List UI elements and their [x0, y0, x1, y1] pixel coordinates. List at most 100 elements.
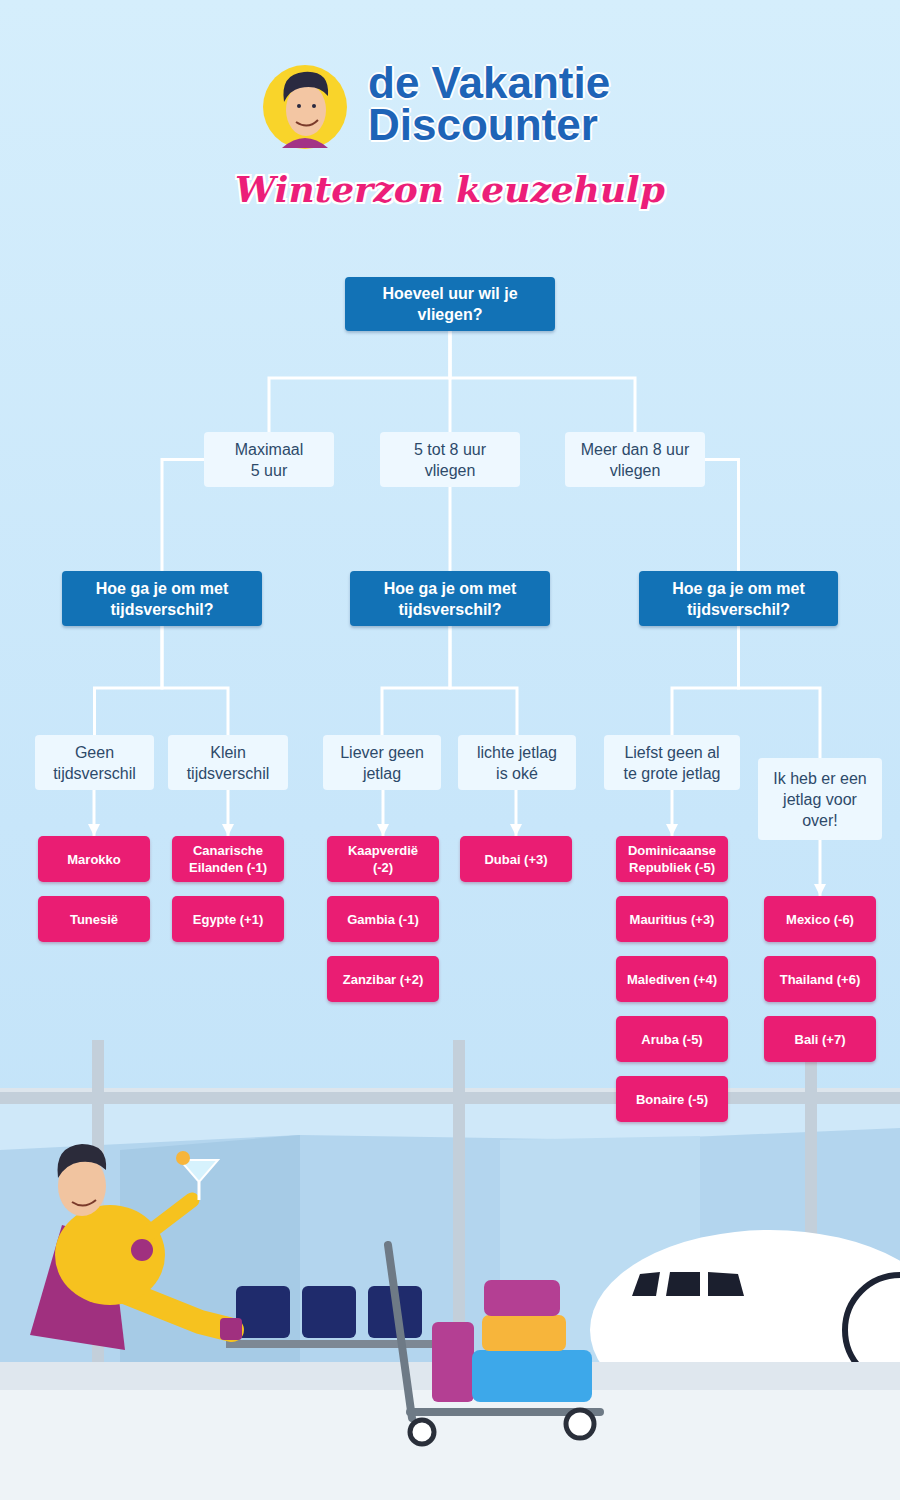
answer-box: 5 tot 8 uur vliegen	[380, 432, 520, 487]
node-text: Hoe ga je om met tijdsverschil?	[87, 578, 237, 620]
arrow-connector	[515, 790, 518, 836]
question-box: Hoeveel uur wil je vliegen?	[345, 277, 555, 331]
hero-emblem	[131, 1239, 153, 1261]
hero-hair	[58, 1144, 107, 1178]
airport-scene	[0, 1040, 900, 1500]
arrow-connector	[671, 790, 674, 836]
node-text: Mexico (-6)	[786, 911, 854, 928]
destination-box: Zanzibar (+2)	[327, 956, 439, 1002]
connector-line	[450, 331, 635, 432]
node-text: Aruba (-5)	[641, 1031, 702, 1048]
node-text: Marokko	[67, 851, 120, 868]
node-text: Hoe ga je om met tijdsverschil?	[664, 578, 814, 620]
trolley-wheel	[410, 1420, 434, 1444]
node-text: Zanzibar (+2)	[343, 971, 424, 988]
suitcase	[472, 1350, 592, 1402]
hero-smile	[72, 1200, 96, 1206]
destination-box: Aruba (-5)	[616, 1016, 728, 1062]
connector-line	[739, 626, 821, 758]
node-text: Hoeveel uur wil je vliegen?	[368, 283, 533, 325]
connector-line	[382, 626, 450, 735]
mascot-collar	[282, 138, 328, 148]
answer-box: lichte jetlag is oké	[458, 735, 576, 790]
hero-arm	[150, 1200, 192, 1232]
window-bar	[0, 1088, 900, 1104]
node-text: Kaapverdië (-2)	[343, 842, 423, 876]
logo-mascot	[263, 65, 347, 149]
chair	[302, 1286, 356, 1338]
node-text: Malediven (+4)	[627, 971, 717, 988]
node-text: Hoe ga je om met tijdsverschil?	[375, 578, 525, 620]
destination-box: Dominicaanse Republiek (-5)	[616, 836, 728, 882]
node-text: Gambia (-1)	[347, 911, 419, 928]
connector-line	[162, 460, 204, 572]
node-text: Tunesië	[70, 911, 118, 928]
destination-box: Egypte (+1)	[172, 896, 284, 942]
node-text: Thailand (+6)	[780, 971, 861, 988]
answer-box: Meer dan 8 uur vliegen	[565, 432, 705, 487]
destination-box: Canarische Eilanden (-1)	[172, 836, 284, 882]
connector-line	[705, 460, 739, 572]
destination-box: Mexico (-6)	[764, 896, 876, 942]
destination-box: Tunesië	[38, 896, 150, 942]
arrow-connector	[819, 840, 822, 896]
floor	[0, 1390, 900, 1500]
brand-logo: de Vakantie Discounter	[368, 62, 630, 146]
connector-line	[269, 331, 450, 432]
node-text: Egypte (+1)	[193, 911, 263, 928]
arrow-connector	[382, 790, 385, 836]
node-text: lichte jetlag is oké	[472, 742, 562, 784]
trolley-handle	[388, 1245, 412, 1418]
cocktail-stem	[198, 1182, 201, 1200]
chair	[236, 1286, 290, 1338]
destination-box: Malediven (+4)	[616, 956, 728, 1002]
node-text: Klein tijdsverschil	[178, 742, 278, 784]
cockpit-window	[708, 1272, 744, 1296]
connector-line	[672, 626, 739, 735]
node-text: Dubai (+3)	[484, 851, 547, 868]
logo-circle	[263, 65, 347, 149]
question-box: Hoe ga je om met tijdsverschil?	[62, 571, 262, 626]
suitcase	[484, 1280, 560, 1316]
answer-box: Maximaal 5 uur	[204, 432, 334, 487]
node-text: Liefst geen al te grote jetlag	[618, 742, 726, 784]
mascot-hair	[283, 72, 328, 102]
connector-line	[449, 487, 452, 571]
node-text: Canarische Eilanden (-1)	[176, 842, 280, 876]
mascot-smile	[296, 120, 318, 126]
node-text: Mauritius (+3)	[630, 911, 715, 928]
arrow-connector	[227, 790, 230, 836]
node-text: Liever geen jetlag	[332, 742, 432, 784]
node-text: Maximaal 5 uur	[229, 439, 309, 481]
trolley-wheel	[566, 1410, 594, 1438]
node-text: Ik heb er een jetlag voor over!	[767, 768, 873, 831]
superhero-mascot	[30, 1144, 242, 1350]
cockpit-window	[632, 1272, 660, 1296]
window-bar-highlight	[0, 1088, 900, 1092]
arrow-connector	[93, 790, 96, 836]
destination-box: Bonaire (-5)	[616, 1076, 728, 1122]
question-box: Hoe ga je om met tijdsverschil?	[639, 571, 838, 626]
destination-box: Gambia (-1)	[327, 896, 439, 942]
answer-box: Klein tijdsverschil	[168, 735, 288, 790]
terminal-panel	[120, 1135, 300, 1362]
mascot-face	[286, 84, 326, 136]
destination-box: Dubai (+3)	[460, 836, 572, 882]
mascot-eye	[297, 104, 301, 108]
question-box: Hoe ga je om met tijdsverschil?	[350, 571, 550, 626]
node-text: Dominicaanse Republiek (-5)	[620, 842, 724, 876]
node-text: Bali (+7)	[795, 1031, 846, 1048]
cockpit-window	[666, 1272, 700, 1296]
hero-boot	[220, 1318, 242, 1340]
hero-body	[55, 1205, 165, 1305]
answer-box: Geen tijdsverschil	[35, 735, 154, 790]
diagram-title: Winterzon keuzehulp	[0, 168, 900, 210]
destination-box: Bali (+7)	[764, 1016, 876, 1062]
answer-box: Liever geen jetlag	[323, 735, 441, 790]
answer-box: Ik heb er een jetlag voor over!	[758, 758, 882, 840]
destination-box: Mauritius (+3)	[616, 896, 728, 942]
connector-line	[162, 626, 228, 735]
answer-box: Liefst geen al te grote jetlag	[604, 735, 740, 790]
